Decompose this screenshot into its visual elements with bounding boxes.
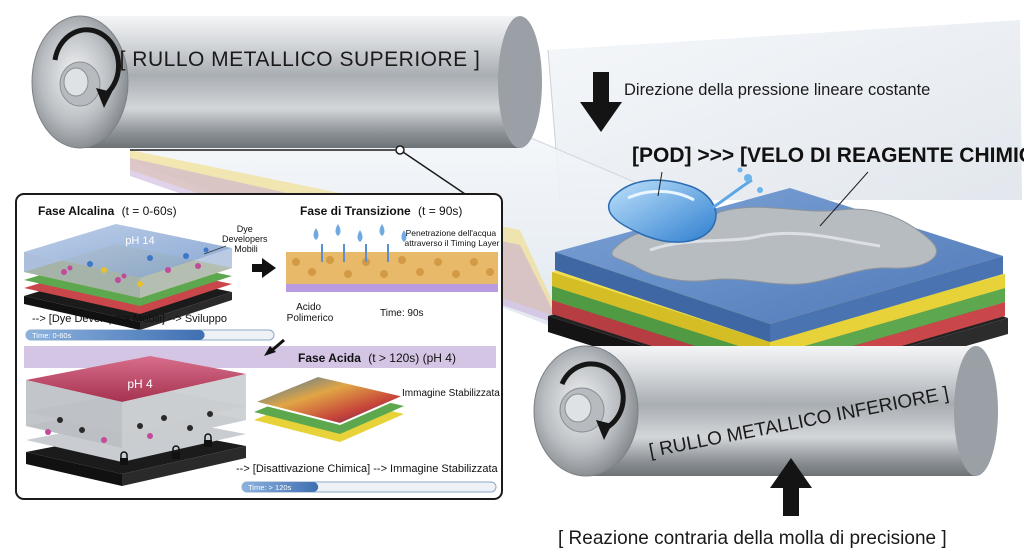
penetration-line-2: attraverso il Timing Layer bbox=[405, 238, 500, 248]
up-arrow-icon bbox=[770, 458, 812, 516]
svg-text:Fase Alcalina (t = 0-60s: Fase Alcalina (t = 0-60s) bbox=[38, 204, 177, 218]
top-roller-label: [ RULLO METALLICO SUPERIORE ] bbox=[120, 48, 481, 71]
acid-label-2: Polimerico bbox=[287, 313, 334, 324]
right-arrow-icon bbox=[252, 258, 276, 278]
trans-time-label: Time: 90s bbox=[380, 308, 424, 319]
phase-inset: Fase Alcalina (t = 0-60s) bbox=[15, 193, 503, 500]
pressure-label: Direzione della pressione lineare costan… bbox=[624, 81, 930, 99]
alk-time: (t = 0-60s) bbox=[122, 204, 177, 218]
callout-connector bbox=[130, 145, 469, 197]
rotation-arrow-icon bbox=[559, 361, 626, 440]
dye-label-2: Developers bbox=[222, 234, 268, 244]
down-arrow-icon bbox=[580, 72, 622, 132]
alk-caption: --> [Dye Developers Mobili] --> Sviluppo bbox=[32, 313, 227, 325]
pod-pouch bbox=[607, 167, 763, 243]
alkaline-stack bbox=[24, 224, 232, 330]
alk-title: Fase Alcalina bbox=[38, 204, 115, 218]
penetration-line-1: Penetrazione dell'acqua bbox=[406, 228, 497, 238]
stabilized-label: Immagine Stabilizzata bbox=[402, 388, 500, 399]
lock-icon bbox=[172, 445, 180, 459]
trans-title: Fase di Transizione bbox=[300, 204, 411, 218]
alk-progress-bar: Time: 0-60s bbox=[25, 329, 275, 341]
bottom-roller bbox=[533, 345, 998, 477]
top-roller bbox=[31, 15, 542, 149]
spring-label: [ Reazione contraria della molla di prec… bbox=[558, 528, 947, 549]
acid-progress-bar: Time: > 120s bbox=[241, 481, 497, 493]
svg-text:Fase Acida (t > 120s) (p: Fase Acida (t > 120s) (pH 4) bbox=[298, 351, 456, 365]
dye-label-3: Mobili bbox=[234, 244, 258, 254]
acid-bar-label: Time: > 120s bbox=[248, 483, 292, 492]
pod-label: [POD] >>> [VELO DI REAGENTE CHIMICO] bbox=[632, 144, 1024, 167]
ph4-label: pH 4 bbox=[127, 377, 153, 391]
alk-bar-label: Time: 0-60s bbox=[32, 331, 72, 340]
rotation-arrow-icon bbox=[52, 27, 122, 108]
svg-text:Dye Developers Mob: Dye Developers Mobili bbox=[222, 224, 270, 254]
acid-time: (t > 120s) (pH 4) bbox=[368, 351, 456, 365]
acid-title: Fase Acida bbox=[298, 351, 361, 365]
svg-text:Acido Polimerico: Acido Polimerico bbox=[287, 302, 334, 324]
ph14-label: pH 14 bbox=[125, 235, 154, 247]
lock-icon bbox=[204, 433, 212, 447]
svg-text:Fase di Transizione (t =: Fase di Transizione (t = 90s) bbox=[300, 204, 462, 218]
right-arrow-icon bbox=[264, 338, 285, 356]
acid-label-1: Acido bbox=[296, 302, 321, 313]
svg-text:Penetrazione dell'acqua: Penetrazione dell'acqua attraverso il Ti… bbox=[405, 228, 500, 248]
dye-label-1: Dye bbox=[237, 224, 253, 234]
lock-icon bbox=[120, 451, 128, 465]
stabilized-image bbox=[250, 374, 408, 442]
acid-caption: --> [Disattivazione Chimica] --> Immagin… bbox=[236, 463, 499, 475]
acid-stack bbox=[26, 356, 246, 486]
trans-time: (t = 90s) bbox=[418, 204, 462, 218]
transition-cross-section bbox=[286, 224, 498, 292]
background-panel bbox=[547, 20, 1022, 201]
